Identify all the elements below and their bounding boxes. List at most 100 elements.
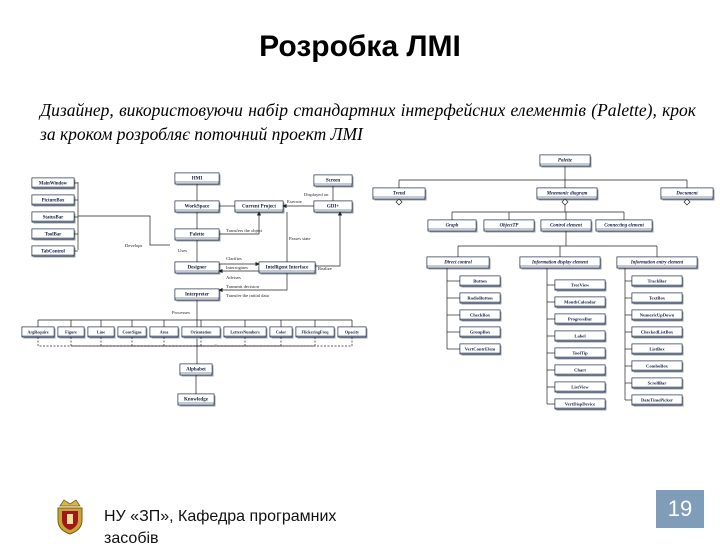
box-objecttp: ObjectTP bbox=[483, 219, 536, 233]
widget-box-tabcontrol-label: TabControl bbox=[41, 250, 65, 255]
page-number-badge: 19 bbox=[656, 490, 704, 528]
direct-item-checkbox-label: CheckBox bbox=[470, 313, 491, 318]
advises-label: Advises bbox=[226, 275, 241, 280]
display-item-label: Label bbox=[554, 330, 607, 343]
box-information-display-element: Information display element bbox=[519, 256, 602, 270]
box-control-element-label: Control element bbox=[550, 224, 583, 229]
entry-item-numericupdown: NumericUpDown bbox=[631, 309, 684, 322]
property-box-orientation-label: Orientation bbox=[191, 330, 213, 335]
display-item-treeview: TreeView bbox=[554, 279, 607, 292]
box-information-display-element-label: Information display element bbox=[531, 261, 589, 266]
widget-box-toolbar-label: ToolBar bbox=[45, 233, 62, 238]
box-knowledge: Knowledge bbox=[177, 393, 216, 407]
display-item-progressbar-label: ProgressBar bbox=[568, 317, 592, 322]
box-palette: Palette bbox=[174, 228, 221, 242]
entry-item-listbox-label: ListBox bbox=[649, 347, 665, 352]
box-designer: Designer bbox=[174, 261, 221, 275]
footer-text: НУ «ЗП», Кафедра програмних засобів bbox=[104, 508, 337, 547]
display-item-treeview-label: TreeView bbox=[571, 283, 590, 288]
property-box-lettersnumbers: LettersNumbers bbox=[223, 326, 268, 339]
box-connecting-element-label: Connecting element bbox=[604, 224, 644, 229]
property-box-argrequire-label: ArgRequire bbox=[27, 330, 48, 335]
property-return-area bbox=[163, 337, 196, 347]
box-intelligent-interface: Intelligent Interface bbox=[258, 261, 317, 275]
widget-box-toolbar: ToolBar bbox=[31, 228, 76, 241]
box-hmi: HMI bbox=[174, 172, 221, 186]
direct-item-button-label: Button bbox=[473, 279, 487, 284]
display-item-vertdispdevice: VertDispDevice bbox=[554, 398, 607, 411]
transmit-decision-label: Transmit decision bbox=[226, 284, 260, 289]
entry-item-numericupdown-label: NumericUpDown bbox=[640, 313, 675, 318]
displayed-on-label: Displayed on bbox=[304, 192, 329, 197]
display-item-chart: Chart bbox=[554, 364, 607, 377]
interrogates-label: Interrogates bbox=[226, 265, 248, 270]
property-box-figure-label: Figure bbox=[65, 330, 77, 335]
entry-item-scrollbar: ScrollBar bbox=[631, 377, 684, 390]
property-box-flickeringfreq: FlickeringFreq bbox=[295, 326, 336, 339]
property-box-line-label: Line bbox=[97, 330, 105, 335]
box-information-entry-element-label: Information entry element bbox=[630, 261, 684, 266]
box-palette-root-label: Palette bbox=[558, 159, 573, 164]
entry-item-trackbar-label: TrackBar bbox=[647, 279, 666, 284]
property-box-figure: Figure bbox=[57, 326, 86, 339]
box-direct-control-label: Direct control bbox=[443, 261, 472, 266]
box-gdi-label: GDI+ bbox=[327, 205, 339, 210]
box-interpreter: Interpreter bbox=[174, 288, 221, 302]
box-alphabet: Alphabet bbox=[179, 363, 214, 377]
property-return-line bbox=[100, 337, 196, 347]
box-gdi: GDI+ bbox=[313, 200, 354, 214]
property-box-area: Area bbox=[149, 326, 180, 339]
property-return-argrequire bbox=[37, 337, 196, 347]
box-palette-label: Palette bbox=[190, 233, 205, 238]
box-information-entry-element: Information entry element bbox=[616, 256, 699, 270]
hmi-diagrams: MainWindowPictureBoxStatusBarToolBarTabC… bbox=[21, 154, 715, 411]
box-designer-label: Designer bbox=[188, 266, 208, 271]
property-box-convsigns-label: ConvSigns bbox=[122, 330, 141, 335]
passes-state-label: Passes state bbox=[289, 236, 311, 241]
box-document: Document bbox=[660, 187, 715, 201]
uses-label: Uses bbox=[178, 248, 187, 253]
box-screen-label: Screen bbox=[326, 179, 341, 184]
entry-item-textbox-label: TextBox bbox=[649, 296, 666, 301]
property-box-lettersnumbers-label: LettersNumbers bbox=[230, 330, 260, 335]
widget-box-statusbar-label: StatusBar bbox=[43, 216, 64, 221]
box-palette-root: Palette bbox=[539, 154, 592, 168]
direct-item-button: Button bbox=[459, 275, 502, 288]
entry-item-checkedlistbox-label: CheckedListBox bbox=[641, 330, 674, 335]
box-mnemonic-diagram-label: Mnemonic diagram bbox=[546, 192, 588, 197]
display-item-monthcalendar-label: MonthCalendar bbox=[564, 300, 596, 305]
develops-label: Develops bbox=[125, 243, 143, 248]
widget-box-picturebox: PictureBox bbox=[31, 194, 76, 207]
entry-item-textbox: TextBox bbox=[631, 292, 684, 305]
direct-item-groupbox: GroupBox bbox=[459, 326, 502, 339]
box-control-element: Control element bbox=[540, 219, 593, 233]
realize-label: Realize bbox=[318, 266, 332, 271]
property-box-argrequire: ArgRequire bbox=[21, 326, 56, 339]
realize-link bbox=[315, 211, 343, 267]
box-direct-control: Direct control bbox=[426, 256, 491, 270]
property-box-orientation: Orientation bbox=[181, 326, 222, 339]
aggregation-diamond-0 bbox=[395, 198, 403, 206]
direct-item-radiobutton-label: RadioButton bbox=[467, 296, 493, 301]
direct-item-checkbox: CheckBox bbox=[459, 309, 502, 322]
display-item-chart-label: Chart bbox=[574, 368, 586, 373]
direct-item-vertcontrelem-label: VertContrElem bbox=[465, 347, 496, 352]
direct-item-groupbox-label: GroupBox bbox=[470, 330, 491, 335]
box-graph-label: Graph bbox=[446, 224, 459, 229]
property-return-figure bbox=[70, 337, 196, 347]
display-item-tooltip-label: ToolTip bbox=[572, 351, 588, 356]
widget-box-mainwindow-label: MainWindow bbox=[39, 182, 68, 187]
display-item-vertdispdevice-label: VertDispDevice bbox=[565, 402, 595, 407]
display-item-label-label: Label bbox=[574, 334, 586, 339]
clarifies-label: Clarifies bbox=[226, 256, 242, 261]
university-crest-icon bbox=[50, 496, 90, 536]
entry-item-combobox: ComboBox bbox=[631, 360, 684, 373]
display-item-tooltip: ToolTip bbox=[554, 347, 607, 360]
transmit-decision-link bbox=[218, 273, 288, 293]
box-graph: Graph bbox=[427, 219, 478, 233]
entry-item-combobox-label: ComboBox bbox=[646, 364, 669, 369]
property-box-convsigns: ConvSigns bbox=[117, 326, 148, 339]
property-box-line: Line bbox=[87, 326, 116, 339]
property-box-opacity-label: Opacity bbox=[345, 330, 360, 335]
